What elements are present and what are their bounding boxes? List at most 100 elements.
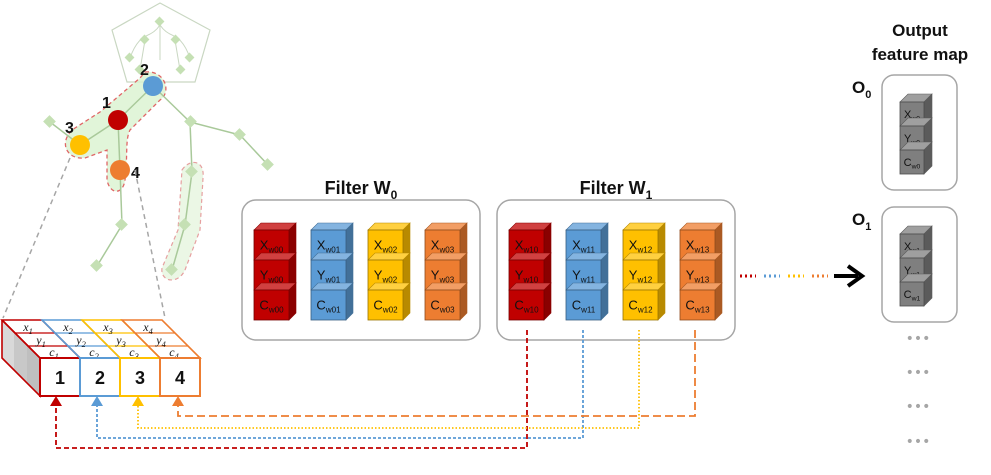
- output-o1-cell-c: [899, 281, 925, 307]
- tensor-c-label-3: c3: [129, 345, 139, 361]
- tensor-x-label-2: x2: [62, 320, 73, 336]
- skeleton-nodes: [43, 115, 274, 276]
- connection-lines: [50, 330, 696, 449]
- joint-1-node: [108, 110, 128, 130]
- output-feature-map: Output feature map O0Xw0Yw0Cw0O1Xw1Yw1Cw…: [852, 21, 968, 450]
- output-o1-cell-c-label: Cw1: [904, 289, 921, 302]
- filter-w1-cell-c-w11: [565, 289, 602, 321]
- joint-3-label: 3: [65, 120, 74, 137]
- skeleton-graph: 1 2 3 4: [2, 2, 274, 319]
- filter-w1-cell-x-w11-label: Xw11: [572, 238, 595, 255]
- filter-w0-cell-c-w01-side: [345, 282, 354, 321]
- filter-w0-cell-c-w02-label: Cw02: [373, 298, 398, 315]
- filter-w1-box: [496, 199, 736, 341]
- output-ellipsis-1: •••: [906, 331, 931, 347]
- joint-2-label: 2: [140, 62, 149, 79]
- tensor-x-label-3: x3: [102, 320, 113, 336]
- output-ellipsis-4: •••: [906, 434, 931, 450]
- filter-w0-cell-c-w00: [253, 289, 290, 321]
- zoom-line-right: [134, 169, 166, 319]
- tensor-left-outline: [1, 319, 41, 398]
- filter-w1-title: Filter W1: [580, 178, 653, 202]
- tensor-y-label-4: y4: [155, 333, 166, 349]
- tensor-c-label-2: c2: [89, 345, 99, 361]
- filter-w1-cell-y-w10-label: Yw10: [515, 268, 539, 285]
- filter-w0-cell-c-w01-label: Cw01: [316, 298, 341, 315]
- filter-w0-cell-y-w03-label: Yw03: [431, 268, 455, 285]
- filter-w1-cell-y-w13-label: Yw13: [686, 268, 710, 285]
- arrowhead-red: [50, 396, 62, 406]
- zoom-line-left: [2, 157, 71, 319]
- tensor-index-label-2: 2: [95, 368, 105, 388]
- filter-w1-cell-c-w12-side: [657, 282, 666, 321]
- filter-w0-cell-x-w02-label: Xw02: [374, 238, 398, 255]
- joint-2-node: [143, 76, 163, 96]
- filter-w0-cell-y-w00-label: Yw00: [260, 268, 284, 285]
- connection-orange: [177, 330, 696, 417]
- filter-w1-cell-c-w13: [679, 289, 716, 321]
- filter-w1-cell-c-w13-side: [714, 282, 723, 321]
- filter-w0-cell-c-w02: [367, 289, 404, 321]
- head-nodes: [124, 16, 195, 75]
- filter-w1-cell-x-w10-label: Xw10: [515, 238, 539, 255]
- filter-w0-cell-c-w00-side: [288, 282, 297, 321]
- joint-3-node: [70, 135, 90, 155]
- tensor-index-label-4: 4: [175, 368, 185, 388]
- filter-w1-cell-c-w11-label: Cw11: [572, 298, 596, 315]
- tensor-c-label-1: c1: [49, 345, 59, 361]
- output-o0-cell-c-label: Cw0: [904, 157, 921, 170]
- filter-w1-cell-y-w12-label: Yw12: [629, 268, 653, 285]
- filter-w0-title: Filter W0: [325, 178, 398, 202]
- tensor-index-label-1: 1: [55, 368, 65, 388]
- output-o0-cell-c: [899, 149, 925, 175]
- filter-w0: Filter W0Xw00Yw00Cw00Xw01Yw01Cw01Xw02Yw0…: [241, 178, 481, 341]
- output-ellipsis-3: •••: [906, 399, 931, 415]
- output-map-o1: O1Xw1Yw1Cw1: [852, 206, 958, 323]
- tensor-y-label-1: y1: [35, 333, 46, 349]
- filter-w1-cell-c-w12: [622, 289, 659, 321]
- filter-w0-cell-x-w01-label: Xw01: [317, 238, 341, 255]
- filter-w1-cell-c-w10-side: [543, 282, 552, 321]
- filter-w0-cell-c-w00-label: Cw00: [259, 298, 284, 315]
- arrowhead-yellow: [132, 396, 144, 406]
- filter-w1-cell-c-w10: [508, 289, 545, 321]
- output-map-o0: O0Xw0Yw0Cw0: [852, 74, 958, 191]
- tensor-index-label-3: 3: [135, 368, 145, 388]
- filter-w1-cell-y-w11-label: Yw11: [572, 268, 595, 285]
- tensor-front-cell-2: [79, 357, 121, 397]
- output-title-line2: feature map: [872, 45, 968, 64]
- filter-w0-box: [241, 199, 481, 341]
- output-map-o1-label: O1: [852, 210, 871, 233]
- output-ellipsis-2: •••: [906, 365, 931, 381]
- filter-w0-cell-y-w02-label: Yw02: [374, 268, 398, 285]
- tensor-c-label-4: c4: [169, 345, 179, 361]
- tensor-x-label-1: x1: [22, 320, 33, 336]
- arm-highlight-region: [64, 71, 167, 192]
- filters-group: Filter W0Xw00Yw00Cw00Xw01Yw01Cw01Xw02Yw0…: [241, 178, 736, 341]
- filter-w0-cell-x-w03-label: Xw03: [431, 238, 455, 255]
- filter-w0-cell-c-w02-side: [402, 282, 411, 321]
- head-edges: [129, 24, 191, 71]
- filter-w1-cell-c-w10-label: Cw10: [514, 298, 539, 315]
- head-outline: [111, 2, 211, 83]
- filter-w0-cell-x-w00-label: Xw00: [260, 238, 284, 255]
- filter-w1-cell-c-w11-side: [600, 282, 609, 321]
- output-title-line1: Output: [892, 21, 948, 40]
- filter-w0-cell-c-w03: [424, 289, 461, 321]
- tensor-x-label-4: x4: [142, 320, 153, 336]
- output-arrow: [834, 264, 866, 288]
- tensor-y-label-2: y2: [75, 333, 86, 349]
- arrowhead-orange: [172, 396, 184, 406]
- filter-w1-cell-x-w12-label: Xw12: [629, 238, 653, 255]
- connection-red: [55, 330, 528, 449]
- tensor-side-shade-2: [2, 320, 14, 370]
- filter-w0-cell-c-w01: [310, 289, 347, 321]
- filter-w1-cell-c-w13-label: Cw13: [685, 298, 710, 315]
- filter-w0-cell-c-w03-side: [459, 282, 468, 321]
- arrowhead-blue: [91, 396, 103, 406]
- joint-1-label: 1: [102, 95, 111, 112]
- connection-yellow: [137, 330, 640, 429]
